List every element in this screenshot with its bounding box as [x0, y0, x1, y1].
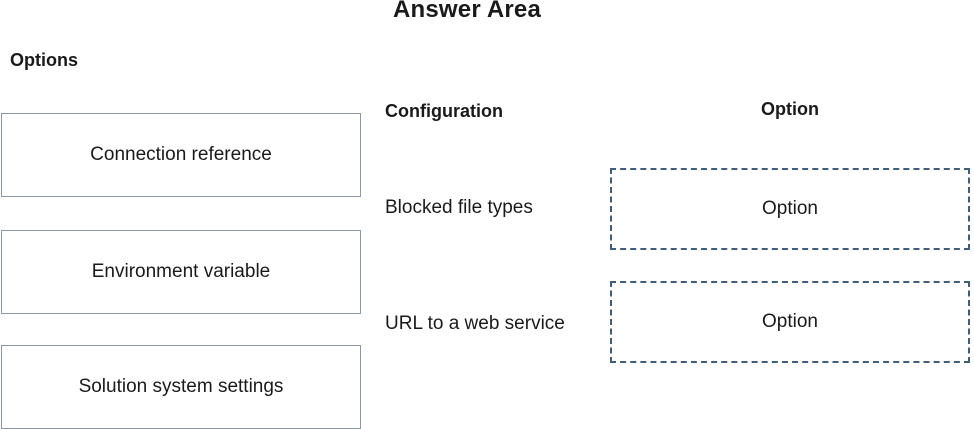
- row-label-url-to-a-web-service: URL to a web service: [385, 313, 565, 334]
- row-label-blocked-file-types: Blocked file types: [385, 197, 533, 218]
- draggable-option-solution-system-settings[interactable]: Solution system settings: [1, 345, 361, 429]
- drop-zone-placeholder: Option: [762, 311, 818, 332]
- draggable-option-environment-variable[interactable]: Environment variable: [1, 230, 361, 314]
- drop-zone-url-to-a-web-service[interactable]: Option: [610, 281, 970, 363]
- option-label: Solution system settings: [78, 376, 284, 397]
- option-label: Connection reference: [90, 144, 272, 165]
- configuration-column-header: Configuration: [385, 101, 503, 121]
- options-header: Options: [10, 50, 78, 70]
- option-label: Environment variable: [91, 261, 271, 282]
- option-column-header: Option: [761, 99, 819, 119]
- page-title: Answer Area: [392, 0, 542, 23]
- drop-zone-blocked-file-types[interactable]: Option: [610, 168, 970, 250]
- draggable-option-connection-reference[interactable]: Connection reference: [1, 113, 361, 197]
- drop-zone-placeholder: Option: [762, 198, 818, 219]
